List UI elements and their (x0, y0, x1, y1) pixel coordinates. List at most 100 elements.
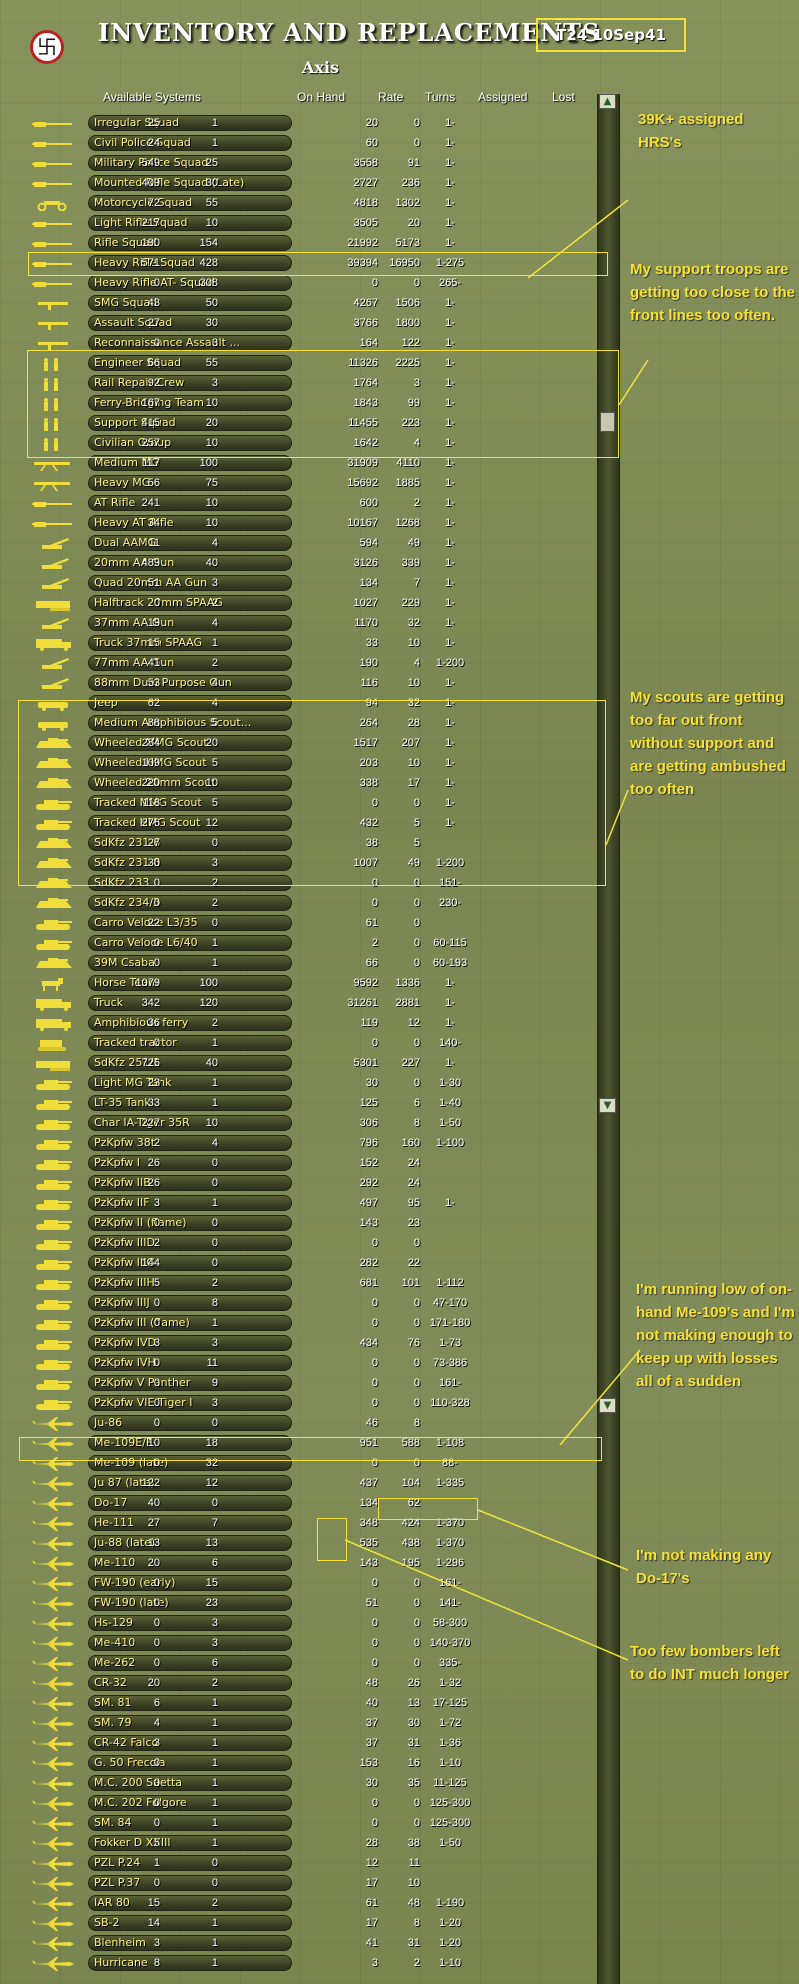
system-name-pill[interactable] (88, 1655, 292, 1671)
system-name-pill[interactable] (88, 1755, 292, 1771)
system-name-pill[interactable] (88, 295, 292, 311)
system-name-pill[interactable] (88, 355, 292, 371)
system-name-pill[interactable] (88, 475, 292, 491)
system-name-pill[interactable] (88, 1335, 292, 1351)
system-name-pill[interactable] (88, 455, 292, 471)
system-name-pill[interactable] (88, 815, 292, 831)
column-header-rate[interactable]: Rate (378, 90, 404, 104)
system-name-pill[interactable] (88, 1035, 292, 1051)
system-name-pill[interactable] (88, 435, 292, 451)
system-name-pill[interactable] (88, 995, 292, 1011)
system-name-pill[interactable] (88, 775, 292, 791)
system-name-pill[interactable] (88, 615, 292, 631)
system-name-pill[interactable] (88, 1115, 292, 1131)
system-name-pill[interactable] (88, 1195, 292, 1211)
system-name-pill[interactable] (88, 1435, 292, 1451)
system-name-pill[interactable] (88, 1455, 292, 1471)
system-name-pill[interactable] (88, 1055, 292, 1071)
system-name-pill[interactable] (88, 575, 292, 591)
system-name-pill[interactable] (88, 1835, 292, 1851)
system-name-pill[interactable] (88, 695, 292, 711)
system-name-pill[interactable] (88, 715, 292, 731)
system-name-pill[interactable] (88, 1895, 292, 1911)
scroll-down-arrow-icon[interactable]: ▼ (599, 1098, 616, 1113)
system-name-pill[interactable] (88, 375, 292, 391)
system-name-pill[interactable] (88, 655, 292, 671)
system-name-pill[interactable] (88, 1915, 292, 1931)
system-name-pill[interactable] (88, 915, 292, 931)
system-name-pill[interactable] (88, 1235, 292, 1251)
scroll-up-arrow-icon[interactable]: ▲ (599, 94, 616, 109)
system-name-pill[interactable] (88, 1575, 292, 1591)
system-name-pill[interactable] (88, 1515, 292, 1531)
system-name-pill[interactable] (88, 1395, 292, 1411)
system-name-pill[interactable] (88, 1535, 292, 1551)
system-name-pill[interactable] (88, 1415, 292, 1431)
system-name-pill[interactable] (88, 955, 292, 971)
system-name-pill[interactable] (88, 835, 292, 851)
system-name-pill[interactable] (88, 1735, 292, 1751)
system-name-pill[interactable] (88, 795, 292, 811)
system-name-pill[interactable] (88, 1375, 292, 1391)
system-name-pill[interactable] (88, 1355, 292, 1371)
column-header-on-hand[interactable]: On Hand (297, 90, 346, 104)
system-name-pill[interactable] (88, 855, 292, 871)
system-name-pill[interactable] (88, 1595, 292, 1611)
system-name-pill[interactable] (88, 735, 292, 751)
system-name-pill[interactable] (88, 1075, 292, 1091)
system-name-pill[interactable] (88, 755, 292, 771)
column-header-systems[interactable]: Available Systems (103, 90, 201, 104)
system-name-pill[interactable] (88, 675, 292, 691)
system-name-pill[interactable] (88, 635, 292, 651)
system-name-pill[interactable] (88, 935, 292, 951)
system-name-pill[interactable] (88, 1315, 292, 1331)
